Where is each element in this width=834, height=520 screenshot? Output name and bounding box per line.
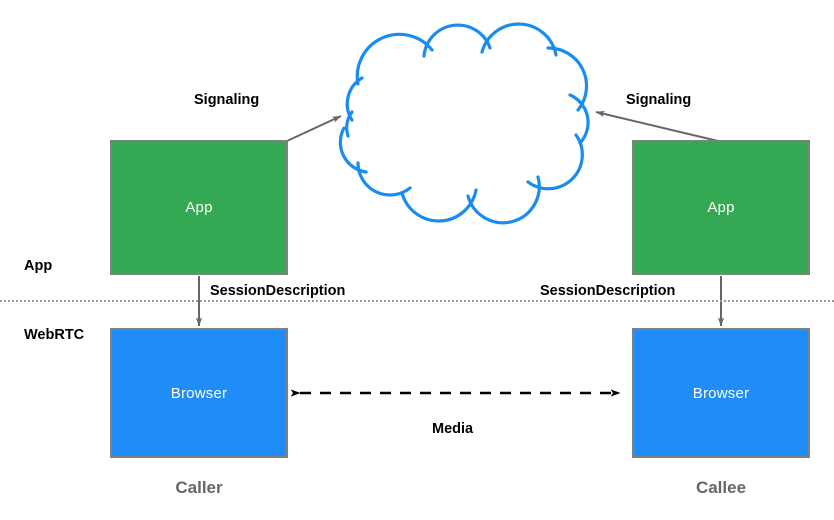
node-callee-app-label: App (707, 199, 735, 216)
caller-signaling-arrow (286, 115, 342, 142)
cloud-icon (338, 22, 590, 225)
edge-label-callee-signaling: Signaling (626, 92, 692, 108)
edge-label-caller-signaling: Signaling (194, 92, 260, 108)
role-label-callee: Callee (695, 478, 747, 497)
layer-divider (0, 300, 834, 302)
node-caller-browser-label: Browser (170, 384, 228, 402)
role-label-caller: Caller (175, 478, 223, 497)
layer-label-webrtc: WebRTC (24, 327, 85, 343)
node-caller-browser[interactable]: Browser (110, 328, 288, 458)
callee-signaling-arrow (595, 110, 719, 142)
node-caller-app[interactable]: App (110, 140, 288, 275)
edge-label-callee-sessiondescription: SessionDescription (540, 283, 676, 299)
node-callee-browser-label: Browser (692, 384, 750, 402)
edge-label-media: Media (432, 421, 474, 437)
node-callee-app[interactable]: App (632, 140, 810, 275)
edge-label-caller-sessiondescription: SessionDescription (210, 283, 346, 299)
node-caller-app-label: App (185, 199, 213, 216)
layer-label-app: App (24, 258, 53, 274)
node-callee-browser[interactable]: Browser (632, 328, 810, 458)
